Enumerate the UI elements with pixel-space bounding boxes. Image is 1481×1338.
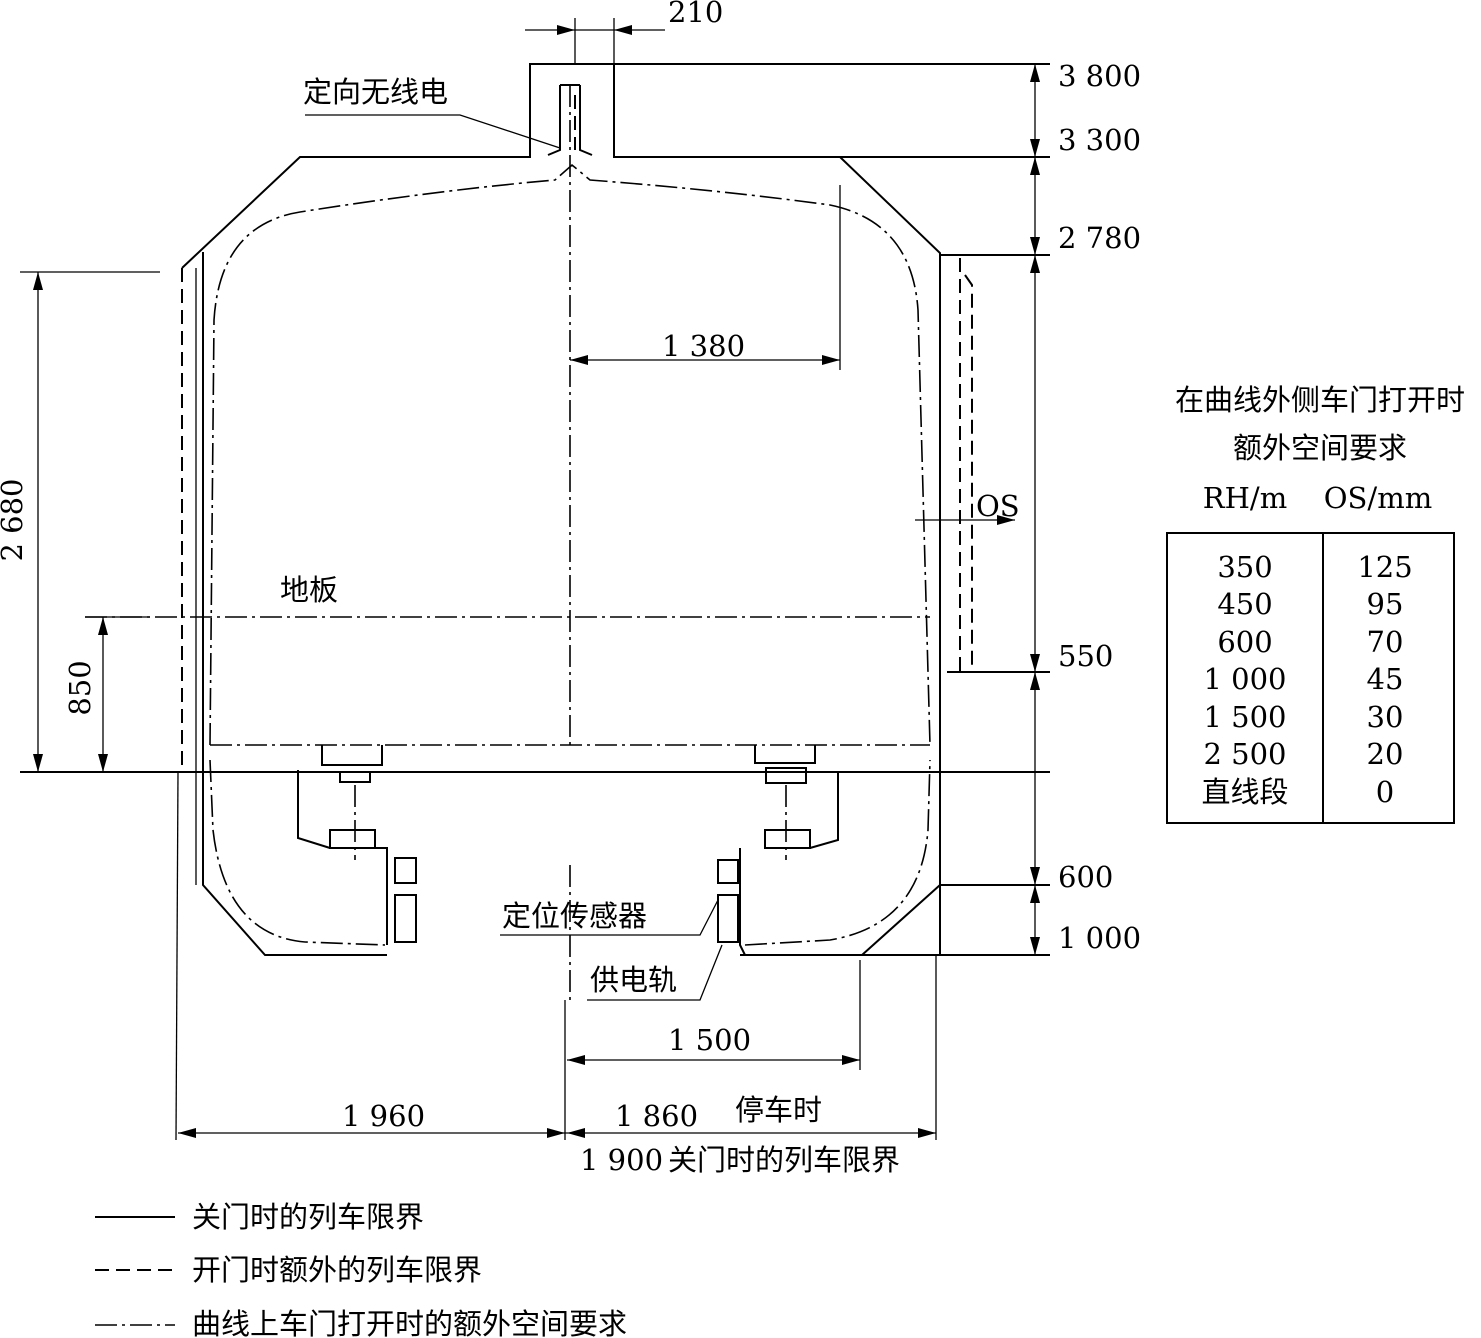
- label-stopped: 停车时: [735, 1093, 822, 1127]
- legend-label-dashdot: 曲线上车门打开时的额外空间要求: [192, 1307, 627, 1338]
- svg-text:450: 450: [1217, 587, 1272, 621]
- svg-text:直线段: 直线段: [1201, 775, 1288, 809]
- dim-1900: 1 900: [580, 1143, 663, 1177]
- label-floor: 地板: [280, 573, 338, 607]
- label-radio: 定向无线电: [303, 75, 448, 109]
- dimension-texts: 210 3 800 3 300 2 780 550 600 1 000 2 68…: [0, 0, 1141, 1177]
- dim-1900-label: 关门时的列车限界: [668, 1143, 900, 1177]
- dim-1000: 1 000: [1058, 921, 1141, 955]
- dim-2780: 2 780: [1058, 221, 1141, 255]
- table-col-os: OS/mm: [1324, 481, 1432, 515]
- svg-text:30: 30: [1367, 700, 1404, 734]
- svg-text:1 000: 1 000: [1203, 662, 1286, 696]
- table-title-2: 额外空间要求: [1233, 431, 1407, 465]
- dim-1860: 1 860: [615, 1099, 698, 1133]
- table-row: 450 95: [1217, 587, 1403, 621]
- legend-label-solid: 关门时的列车限界: [192, 1200, 424, 1234]
- dim-550: 550: [1058, 639, 1113, 673]
- dim-1500: 1 500: [668, 1023, 751, 1057]
- svg-text:2 500: 2 500: [1203, 737, 1286, 771]
- svg-text:95: 95: [1367, 587, 1404, 621]
- table-col-rh: RH/m: [1203, 481, 1287, 515]
- label-os: OS: [976, 489, 1020, 523]
- svg-text:0: 0: [1376, 775, 1394, 809]
- table-row: 1 000 45: [1203, 662, 1403, 696]
- table-title-1: 在曲线外侧车门打开时: [1175, 383, 1465, 417]
- legend: 关门时的列车限界 开门时额外的列车限界 曲线上车门打开时的额外空间要求: [95, 1200, 627, 1338]
- dim-210: 210: [668, 0, 723, 29]
- legend-label-dashed: 开门时额外的列车限界: [192, 1253, 482, 1287]
- dimension-lines: [20, 18, 1040, 1138]
- table-row: 2 500 20: [1203, 737, 1403, 771]
- dim-600: 600: [1058, 860, 1113, 894]
- table-row: 直线段 0: [1201, 775, 1394, 809]
- svg-text:70: 70: [1367, 625, 1404, 659]
- dim-850: 850: [63, 660, 97, 715]
- table-row: 1 500 30: [1203, 700, 1403, 734]
- curve-space-dashdot: [85, 85, 931, 1000]
- closed-door-gauge-outline: [175, 63, 1050, 1141]
- svg-text:350: 350: [1217, 550, 1272, 584]
- dim-2680: 2 680: [0, 478, 29, 561]
- dim-3800: 3 800: [1058, 59, 1141, 93]
- label-sensor: 定位传感器: [502, 899, 647, 933]
- svg-text:600: 600: [1217, 625, 1272, 659]
- table-row: 350 125: [1217, 550, 1412, 584]
- label-rail: 供电轨: [590, 963, 677, 997]
- svg-text:20: 20: [1367, 737, 1404, 771]
- svg-text:1 500: 1 500: [1203, 700, 1286, 734]
- dim-1380: 1 380: [662, 329, 745, 363]
- svg-text:45: 45: [1367, 662, 1404, 696]
- bogie-details: [20, 745, 1050, 956]
- dim-1960: 1 960: [342, 1099, 425, 1133]
- open-door-gauge-dashed: [181, 95, 973, 770]
- dim-3300: 3 300: [1058, 123, 1141, 157]
- svg-text:125: 125: [1357, 550, 1412, 584]
- table-row: 600 70: [1217, 625, 1403, 659]
